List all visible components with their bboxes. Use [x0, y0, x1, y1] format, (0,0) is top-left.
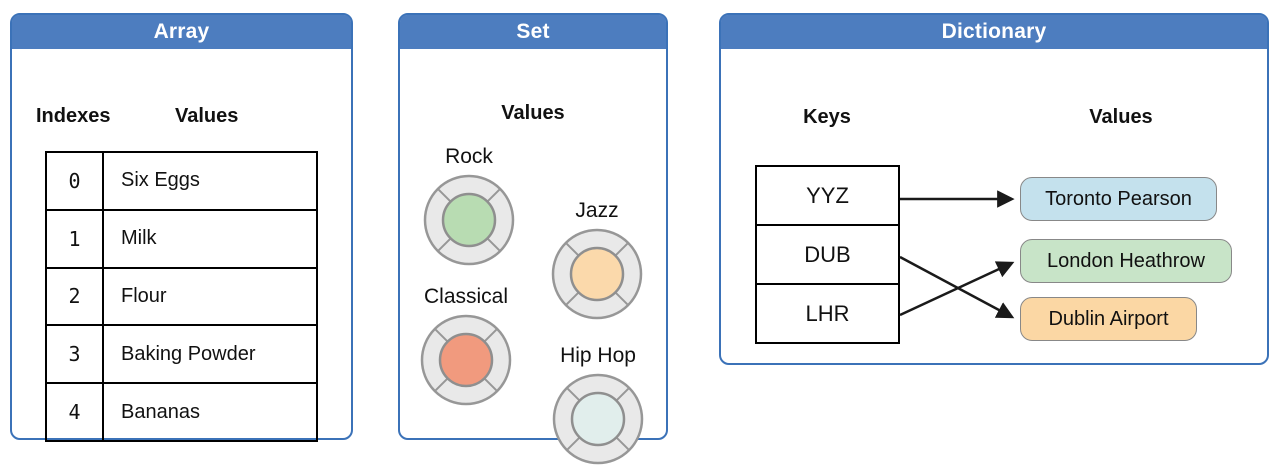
set-panel: Set Values Rock Jazz: [398, 13, 668, 465]
set-panel-title: Set: [400, 15, 666, 49]
life-ring-icon: [420, 314, 512, 406]
dictionary-panel-title: Dictionary: [721, 15, 1267, 49]
key-cell: DUB: [757, 226, 898, 285]
set-value-dot: [441, 192, 497, 248]
table-row: 3 Baking Powder: [47, 326, 316, 385]
value-cell: Baking Powder: [121, 342, 256, 365]
set-values-header: Values: [501, 102, 565, 124]
table-row: 2 Flour: [47, 268, 316, 327]
life-ring-icon: [423, 174, 515, 266]
set-value-dot: [569, 246, 625, 302]
value-cell: Six Eggs: [121, 169, 200, 192]
value-cell: Bananas: [121, 400, 200, 423]
index-cell: 3: [47, 326, 104, 383]
dictionary-keys-header: Keys: [803, 106, 851, 128]
set-item-label: Jazz: [575, 199, 619, 222]
value-cell: Flour: [121, 284, 167, 307]
arrow-dub-to-dublin-airport: [899, 255, 1015, 319]
table-row: 0 Six Eggs: [47, 153, 316, 211]
index-cell: 2: [47, 268, 104, 325]
set-value-dot: [438, 332, 494, 388]
keys-table: YYZ DUB LHR: [755, 165, 900, 344]
value-pill-toronto-pearson: Toronto Pearson: [1020, 177, 1217, 221]
key-cell: YYZ: [757, 167, 898, 226]
index-cell: 0: [47, 153, 104, 209]
table-row: 4 Bananas: [47, 384, 316, 440]
value-cell: Milk: [121, 227, 157, 250]
set-item-hip-hop: Hip Hop: [533, 343, 663, 467]
set-item-jazz: Jazz: [532, 198, 662, 322]
set-item-label: Rock: [445, 145, 493, 168]
arrow-lhr-to-london-heathrow: [899, 261, 1015, 317]
value-pill-london-heathrow: London Heathrow: [1020, 239, 1232, 283]
set-item-classical: Classical: [401, 284, 531, 408]
array-indexes-header: Indexes: [36, 105, 111, 127]
array-panel-title: Array: [12, 15, 351, 49]
dictionary-panel: Dictionary Keys Values YYZ DUB LHR Toron…: [719, 13, 1269, 365]
set-item-rock: Rock: [404, 144, 534, 268]
index-cell: 1: [47, 210, 104, 267]
value-pill-dublin-airport: Dublin Airport: [1020, 297, 1197, 341]
index-cell: 4: [47, 384, 104, 440]
set-item-label: Hip Hop: [560, 344, 636, 367]
table-row: 1 Milk: [47, 210, 316, 269]
set-value-dot: [570, 391, 626, 447]
array-values-header: Values: [175, 105, 239, 127]
array-table: 0 Six Eggs 1 Milk 2 Flour 3 Baking Powde…: [45, 151, 318, 442]
dictionary-values-header: Values: [1089, 106, 1153, 128]
life-ring-icon: [552, 373, 644, 465]
array-panel: Array Indexes Values 0 Six Eggs 1 Milk 2…: [10, 13, 353, 442]
set-item-label: Classical: [423, 285, 509, 308]
key-cell: LHR: [805, 300, 850, 326]
life-ring-icon: [551, 228, 643, 320]
